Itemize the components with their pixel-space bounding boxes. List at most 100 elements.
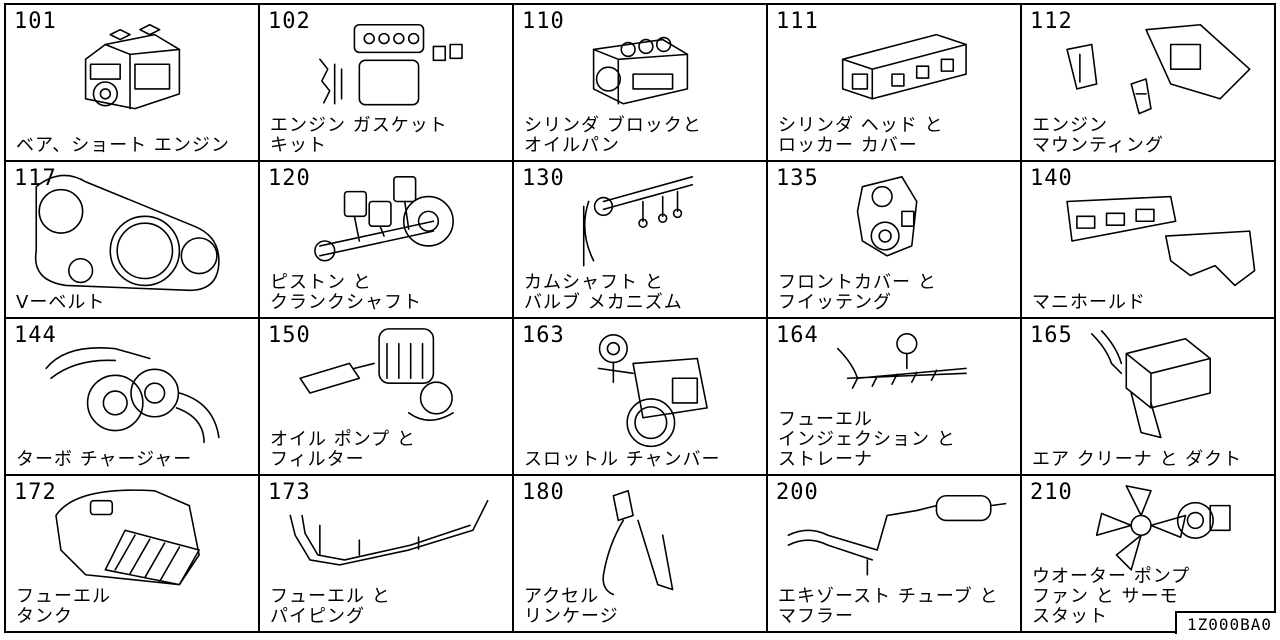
manifold-icon — [1066, 195, 1256, 287]
section-label-line: ベア、ショート エンジン — [16, 135, 230, 156]
section-cell-164[interactable]: 164 フューエルインジェクション とストレーナ — [768, 319, 1022, 476]
turbocharger-icon — [45, 347, 220, 444]
reference-code: 1Z000BA0 — [1174, 611, 1276, 634]
section-label: マニホールド — [1032, 293, 1146, 313]
section-label-line: フューエル と — [270, 586, 391, 607]
section-label-line: インジェクション と — [778, 429, 956, 450]
air-cleaner-icon — [1090, 330, 1211, 439]
section-label-line: スタット — [1032, 606, 1108, 627]
throttle-chamber-icon — [597, 334, 708, 448]
section-label-line: バルブ メカニズム — [524, 292, 683, 313]
section-cell-101[interactable]: 101 ベア、ショート エンジン — [6, 5, 260, 162]
section-label-line: ストレーナ — [778, 449, 873, 470]
section-code: 173 — [268, 480, 311, 505]
section-label-line: ファン と サーモ — [1032, 586, 1179, 607]
engine-block-icon — [84, 23, 181, 110]
section-label-line: クランクシャフト — [270, 292, 422, 313]
section-label: エンジン ガスケットキット — [270, 116, 448, 156]
section-label: エキゾースト チューブ とマフラー — [778, 587, 998, 627]
section-code: 130 — [522, 166, 565, 191]
section-cell-210[interactable]: 210 ウオーター ポンプファン と サーモスタット — [1022, 476, 1276, 633]
section-label: ベア、ショート エンジン — [16, 136, 230, 156]
section-code: 101 — [14, 9, 57, 34]
section-code: 111 — [776, 9, 819, 34]
section-label-line: エキゾースト チューブ と — [778, 586, 999, 607]
section-cell-163[interactable]: 163 スロットル チャンバー — [514, 319, 768, 476]
section-cell-135[interactable]: 135 フロントカバー とフイッテング — [768, 162, 1022, 319]
section-cell-110[interactable]: 110 シリンダ ブロックとオイルパン — [514, 5, 768, 162]
front-cover-icon — [856, 176, 918, 257]
section-label-line: Vーベルト — [16, 292, 106, 313]
section-label: ターボ チャージャー — [16, 450, 192, 470]
section-code: 172 — [14, 480, 57, 505]
section-code: 120 — [268, 166, 311, 191]
section-cell-200[interactable]: 200 エキゾースト チューブ とマフラー — [768, 476, 1022, 633]
section-label-line: エア クリーナ と ダクト — [1032, 449, 1243, 470]
cylinder-head-icon — [841, 33, 967, 100]
section-label-line: ロッカー カバー — [778, 135, 918, 156]
section-label-line: タンク — [16, 606, 73, 627]
section-label-line: スロットル チャンバー — [524, 449, 721, 470]
section-label: ウオーター ポンプファン と サーモスタット — [1032, 567, 1190, 627]
section-label-line: フイッテング — [778, 292, 892, 313]
section-code: 110 — [522, 9, 565, 34]
section-code: 200 — [776, 480, 819, 505]
section-code: 163 — [522, 323, 565, 348]
section-code: 144 — [14, 323, 57, 348]
section-label-line: ウオーター ポンプ — [1032, 566, 1191, 587]
section-label-line: パイピング — [270, 606, 365, 627]
fuel-injection-icon — [836, 333, 967, 389]
section-label-line: マニホールド — [1032, 292, 1146, 313]
piston-crankshaft-icon — [314, 176, 454, 262]
water-pump-fan-icon — [1095, 485, 1231, 571]
section-code: 112 — [1030, 9, 1073, 34]
section-code: 135 — [776, 166, 819, 191]
section-label-line: アクセル — [524, 586, 600, 607]
section-code: 165 — [1030, 323, 1073, 348]
section-label: スロットル チャンバー — [524, 450, 721, 470]
section-label: アクセルリンケージ — [524, 587, 619, 627]
fuel-tank-icon — [55, 489, 200, 586]
section-cell-165[interactable]: 165 エア クリーナ と ダクト — [1022, 319, 1276, 476]
gasket-kit-icon — [319, 23, 463, 106]
section-label: フューエルインジェクション とストレーナ — [778, 410, 956, 470]
section-label: シリンダ ヘッド とロッカー カバー — [778, 116, 943, 156]
section-label: エア クリーナ と ダクト — [1032, 450, 1242, 470]
section-label-line: リンケージ — [524, 606, 619, 627]
section-label-line: シリンダ ブロックと — [524, 115, 702, 136]
section-label-line: フィルター — [270, 449, 365, 470]
section-label: ピストン とクランクシャフト — [270, 273, 422, 313]
section-cell-144[interactable]: 144 ターボ チャージャー — [6, 319, 260, 476]
section-cell-120[interactable]: 120 ピストン とクランクシャフト — [260, 162, 514, 319]
section-label: エンジンマウンティング — [1032, 116, 1164, 156]
section-code: 164 — [776, 323, 819, 348]
section-label-line: フューエル — [778, 409, 873, 430]
section-label-line: ターボ チャージャー — [16, 449, 193, 470]
camshaft-icon — [582, 176, 694, 267]
section-label-line: フロントカバー と — [778, 272, 937, 293]
section-label-line: シリンダ ヘッド と — [778, 115, 944, 136]
section-cell-102[interactable]: 102 エンジン ガスケットキット — [260, 5, 514, 162]
oil-pump-filter-icon — [299, 328, 454, 421]
parts-index-grid: 101 ベア、ショート エンジン 102 エンジン ガスケットキット 110 シリンダ… — [4, 3, 1276, 633]
section-cell-173[interactable]: 173 フューエル とパイピング — [260, 476, 514, 633]
section-cell-150[interactable]: 150 オイル ポンプ とフィルター — [260, 319, 514, 476]
section-code: 150 — [268, 323, 311, 348]
section-code: 210 — [1030, 480, 1073, 505]
section-label: オイル ポンプ とフィルター — [270, 430, 416, 470]
exhaust-muffler-icon — [787, 494, 1007, 576]
cylinder-block-icon — [592, 36, 689, 105]
section-cell-112[interactable]: 112 エンジンマウンティング — [1022, 5, 1276, 162]
section-label: シリンダ ブロックとオイルパン — [524, 116, 702, 156]
section-code: 117 — [14, 166, 57, 191]
section-code: 102 — [268, 9, 311, 34]
section-label-line: マウンティング — [1032, 135, 1164, 156]
section-label-line: エンジン — [1032, 115, 1108, 136]
section-cell-111[interactable]: 111 シリンダ ヘッド とロッカー カバー — [768, 5, 1022, 162]
section-label-line: オイル ポンプ と — [270, 429, 416, 450]
